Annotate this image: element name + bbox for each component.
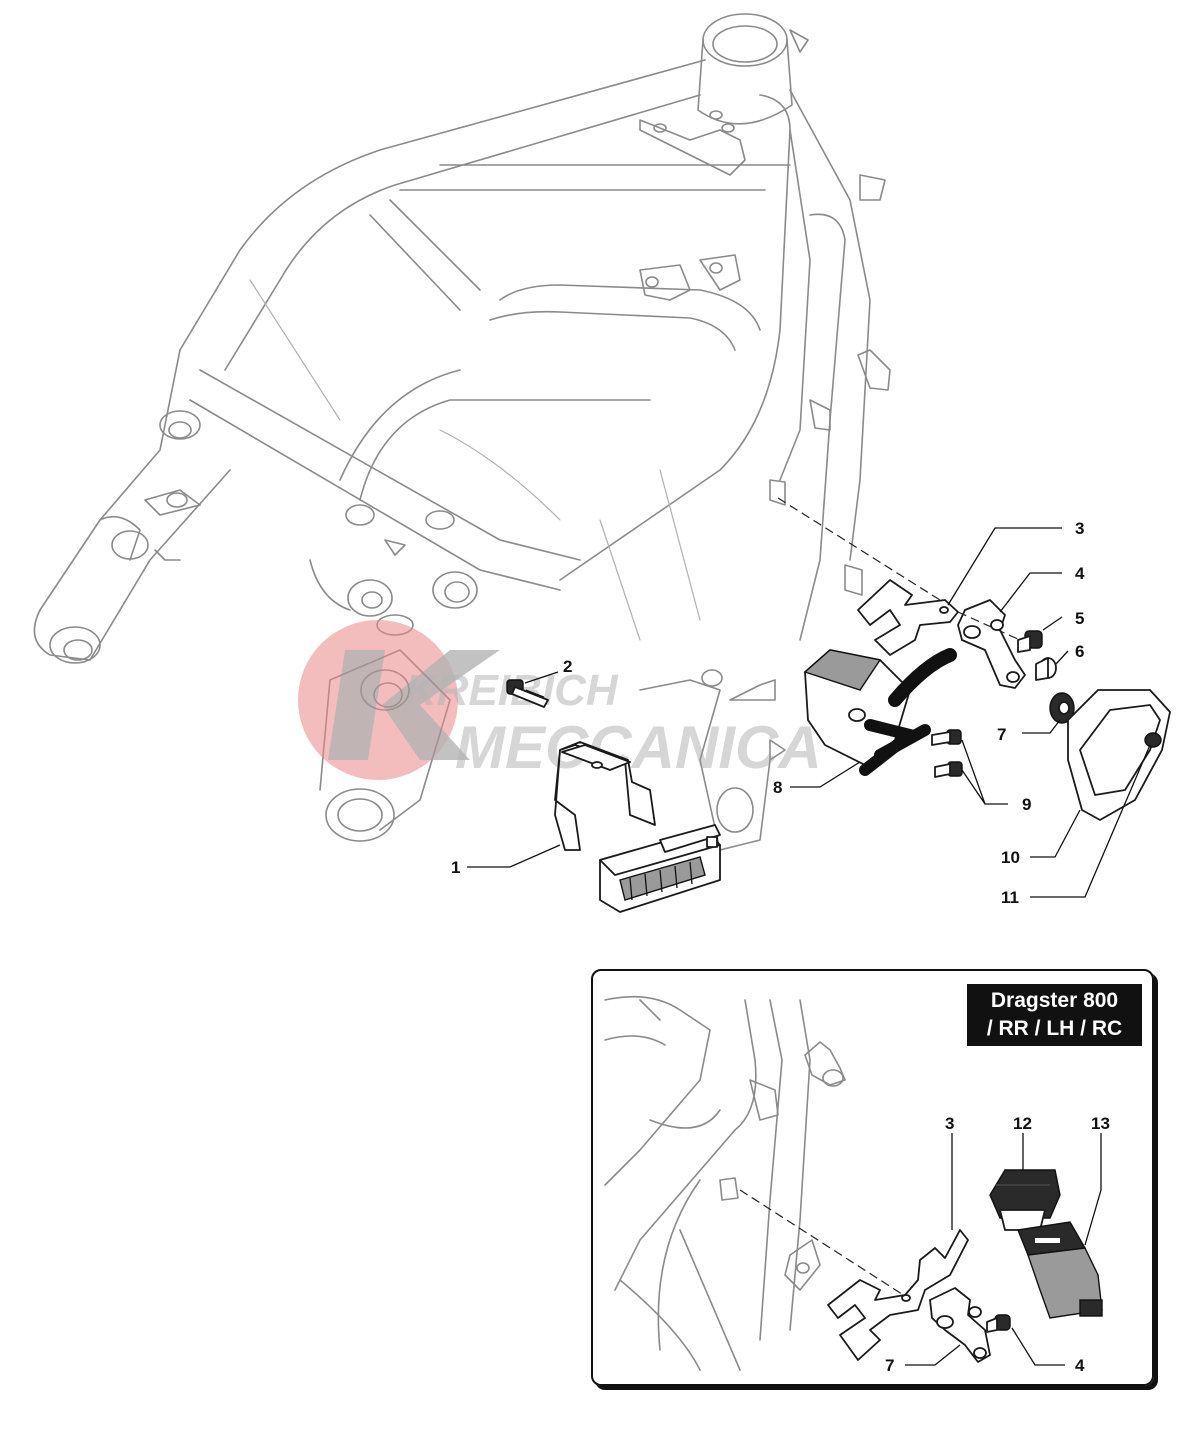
model-variant-label: Dragster 800 / RR / LH / RC [967, 984, 1142, 1046]
callout-9: 6 [1075, 642, 1084, 661]
assembly-line-main [777, 497, 941, 601]
watermark-logo: KREIBICH MECCANICA [298, 620, 822, 781]
model-label-line1: Dragster 800 [990, 989, 1119, 1012]
callout-1: 1 [451, 858, 460, 877]
inset-callout-7: 7 [885, 1356, 894, 1375]
part-10-cover [1067, 689, 1171, 821]
callout-5: 8 [773, 778, 782, 797]
part-9-bush [1035, 657, 1057, 681]
callout-7: 4 [1075, 564, 1085, 583]
inset-panel [591, 969, 1154, 1386]
model-label-line2: / RR / LH / RC [986, 1017, 1123, 1040]
inset-callout-3: 3 [945, 1114, 954, 1133]
part-1-bracket-fusebox [554, 741, 721, 913]
assembly-line-main-2 [957, 611, 1021, 641]
callout-8: 7 [997, 725, 1006, 744]
part-7-plate [957, 599, 1026, 689]
part-6-screws [931, 729, 963, 778]
part-5-regulator [803, 648, 957, 776]
callouts-main: 1 2 3 4 5 6 7 8 9 10 11 [451, 519, 1151, 907]
callouts-inset: 3 12 13 7 4 [885, 1114, 1110, 1375]
callout-3: 3 [1075, 519, 1084, 538]
inset-callout-4: 4 [1075, 1356, 1085, 1375]
inset-drawing [604, 995, 1103, 1371]
callout-4: 5 [1075, 609, 1084, 628]
part-8-rubber [1049, 692, 1075, 724]
callout-6: 9 [1022, 795, 1031, 814]
inset-callout-12: 12 [1013, 1114, 1032, 1133]
callout-11: 11 [1001, 888, 1019, 907]
watermark-line2: MECCANICA [455, 714, 822, 781]
motorcycle-frame [33, 13, 891, 851]
callout-10: 10 [1001, 848, 1020, 867]
callout-2: 2 [563, 657, 572, 676]
inset-callout-13: 13 [1091, 1114, 1110, 1133]
part-4-bolt [1017, 630, 1043, 653]
part-3-bracket [857, 579, 959, 656]
part-2-bolt [506, 679, 549, 708]
